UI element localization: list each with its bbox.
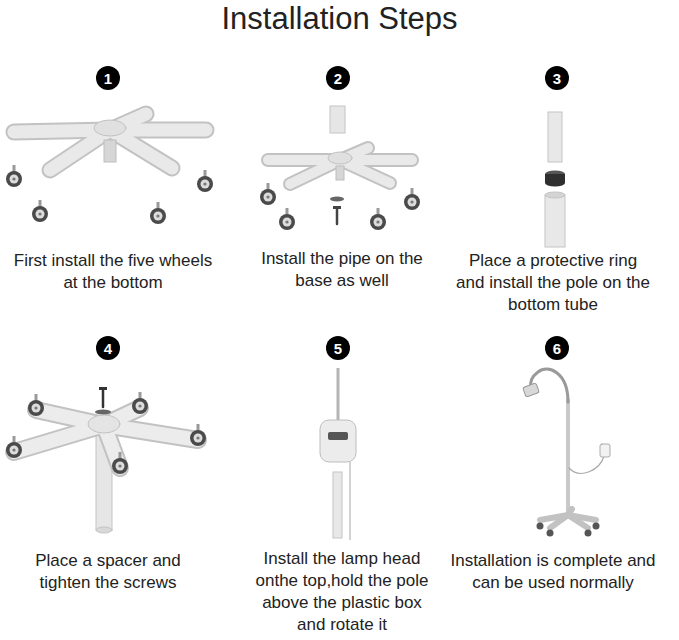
callout-number: 4 — [104, 341, 112, 356]
base-pipe-illustration — [260, 106, 420, 230]
callout-number: 3 — [553, 71, 561, 86]
callout-number: 2 — [334, 71, 342, 86]
step-number: 5 — [326, 336, 350, 360]
step-caption: First install the five wheels at the bot… — [13, 250, 213, 294]
step-caption: Install the lamp head onthe top,hold the… — [250, 548, 435, 636]
step-number: 1 — [96, 66, 120, 90]
step-caption: Install the pipe on the base as well — [252, 248, 432, 292]
callout-number: 5 — [334, 341, 342, 356]
step-caption: Place a spacer and tighten the screws — [18, 550, 198, 594]
lamp-illustration — [523, 369, 610, 536]
control-box-illustration — [320, 368, 356, 540]
callout-number: 1 — [104, 71, 112, 86]
title: Installation Steps — [0, 0, 679, 38]
callout-number: 6 — [553, 341, 561, 356]
base-illustration — [6, 114, 213, 224]
step-caption: Installation is complete and can be used… — [438, 550, 668, 594]
pole-ring-illustration — [545, 112, 565, 247]
base-underside-illustration — [6, 387, 206, 533]
step-number: 4 — [96, 336, 120, 360]
step-number: 3 — [545, 66, 569, 90]
step-caption: Place a protective ring and install the … — [453, 250, 653, 316]
step-number: 2 — [326, 66, 350, 90]
step-number: 6 — [545, 336, 569, 360]
